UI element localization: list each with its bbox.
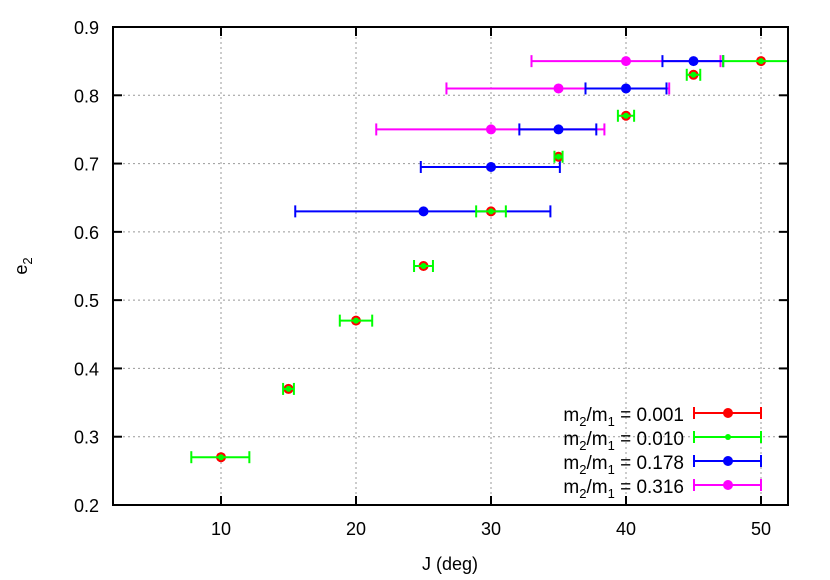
data-point: [553, 83, 564, 94]
x-tick-label: 40: [616, 519, 636, 539]
grid-lines: [113, 27, 788, 505]
x-tick-label: 30: [481, 519, 501, 539]
y-tick-label: 0.2: [74, 496, 99, 516]
data-point: [621, 56, 631, 67]
y-tick-label: 0.6: [74, 223, 99, 243]
data-point: [420, 263, 427, 269]
data-point: [218, 454, 224, 461]
y-tick-label: 0.7: [74, 155, 99, 175]
data-point: [418, 206, 429, 217]
y-tick-label: 0.5: [74, 291, 99, 311]
y-axis-label: e2: [11, 257, 35, 274]
legend-label: m2/m1 = 0.001: [563, 405, 684, 429]
x-axis-label: J (deg): [422, 554, 478, 574]
axis-ticks: [113, 26, 788, 506]
data-point: [353, 317, 359, 324]
legend-swatch-marker: [723, 408, 733, 418]
legend-swatch-marker: [723, 456, 733, 466]
data-point: [690, 71, 697, 78]
legend-label: m2/m1 = 0.316: [563, 477, 684, 501]
series-0-178: [294, 55, 725, 218]
data-point: [555, 153, 562, 160]
data-point: [621, 83, 631, 94]
data-point: [486, 124, 496, 135]
legend-swatch-marker: [725, 434, 731, 440]
series-0-010: [190, 55, 788, 464]
x-tick-label: 20: [346, 519, 366, 539]
x-tick-label: 10: [211, 519, 231, 539]
legend-label: m2/m1 = 0.010: [563, 429, 684, 453]
y-tick-labels: 0.2 0.3 0.4 0.5 0.6 0.7 0.8 0.9: [74, 18, 99, 516]
y-tick-label: 0.9: [74, 18, 99, 38]
data-point: [623, 112, 629, 119]
y-tick-label: 0.3: [74, 428, 99, 448]
data-point: [285, 385, 292, 392]
plot-frame: [112, 26, 789, 506]
data-point: [688, 56, 699, 67]
x-tick-labels: 10 20 30 40 50: [211, 519, 771, 539]
data-point: [486, 161, 496, 172]
data-series: [190, 55, 788, 464]
data-point: [758, 58, 764, 65]
data-point: [553, 124, 564, 135]
y-tick-label: 0.8: [74, 86, 99, 106]
legend-label: m2/m1 = 0.178: [563, 453, 684, 477]
legend-swatch-marker: [723, 480, 733, 490]
y-tick-label: 0.4: [74, 359, 99, 379]
data-point: [488, 208, 494, 215]
x-tick-label: 50: [751, 519, 771, 539]
